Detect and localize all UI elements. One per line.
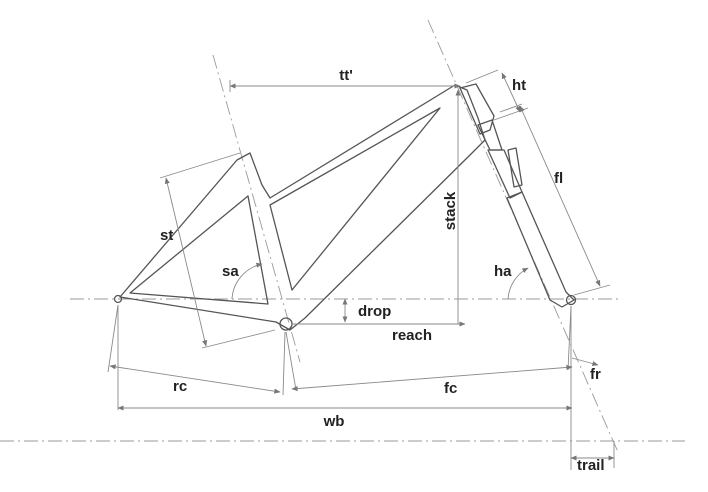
- label-ht: ht: [512, 77, 526, 94]
- label-wb: wb: [323, 413, 345, 430]
- label-fl: fl: [554, 170, 563, 187]
- label-rc: rc: [173, 378, 187, 395]
- label-fr: fr: [590, 366, 601, 383]
- rear-axle: [113, 294, 123, 304]
- dimension-lines: [107, 69, 615, 470]
- label-reach: reach: [392, 327, 432, 344]
- label-drop: drop: [358, 303, 391, 320]
- label-trail: trail: [577, 457, 605, 474]
- label-tt: tt': [339, 67, 353, 84]
- front-axle: [565, 294, 577, 306]
- label-ha: ha: [494, 263, 512, 280]
- label-sa: sa: [222, 263, 239, 280]
- label-stack: stack: [442, 191, 459, 230]
- bike-frame: [113, 83, 577, 331]
- seat-tube-axis: [212, 54, 301, 363]
- label-st: st: [160, 227, 173, 244]
- label-fc: fc: [444, 380, 457, 397]
